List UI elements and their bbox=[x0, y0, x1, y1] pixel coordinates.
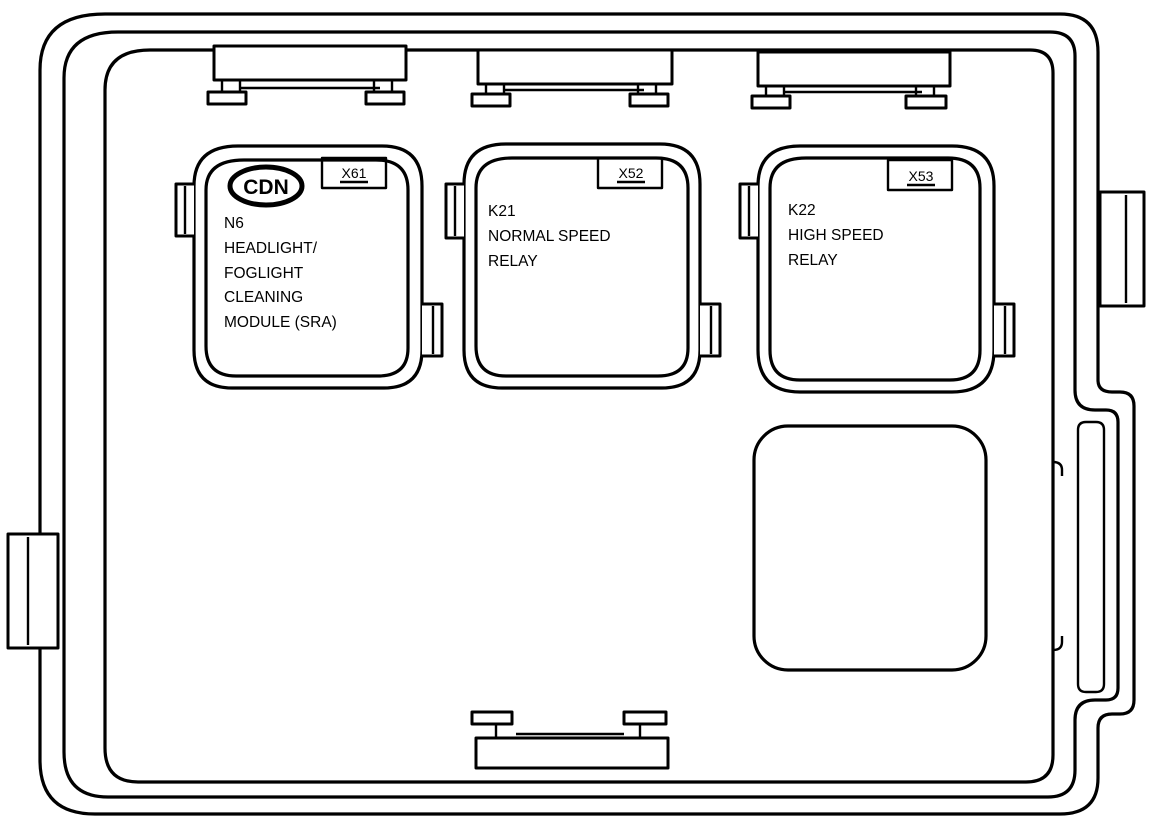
relay-tag-x52: X52 bbox=[619, 165, 644, 181]
relay-tag-x61: X61 bbox=[342, 165, 367, 181]
housing-compartment-wall bbox=[103, 48, 1055, 784]
relay-label-x53-line-3: RELAY bbox=[788, 252, 838, 269]
relay-label-x52-line-2: NORMAL SPEED bbox=[488, 228, 611, 245]
relay-label-x61-line-5: MODULE (SRA) bbox=[224, 314, 337, 331]
housing bbox=[38, 12, 1136, 816]
left-side-tab bbox=[6, 532, 60, 650]
relay-slot-x53: X53 K22 HIGH SPEED RELAY bbox=[738, 144, 1016, 394]
relay-label-x61-line-1: N6 bbox=[224, 215, 244, 232]
tag-box-x52 bbox=[596, 156, 664, 190]
top-clip-2 bbox=[470, 48, 674, 108]
right-upper-tab bbox=[1098, 190, 1146, 308]
relay-label-x61-line-4: CLEANING bbox=[224, 289, 303, 306]
right-clip-rail bbox=[1076, 420, 1106, 694]
top-clip-1 bbox=[206, 44, 408, 106]
relay-label-x53-line-2: HIGH SPEED bbox=[788, 227, 884, 244]
housing-inner-wall bbox=[62, 30, 1120, 799]
relay-slot-x61: X61 CDN N6 HEADLIGHT/ FOGLIGHT CLEANING … bbox=[174, 144, 444, 390]
right-side-tabs bbox=[1052, 190, 1146, 694]
relay-slot-x52: X52 K21 NORMAL SPEED RELAY bbox=[444, 142, 722, 390]
tag-box-x53 bbox=[886, 158, 954, 192]
housing-outer-wall bbox=[38, 12, 1136, 816]
relay-label-x52-line-3: RELAY bbox=[488, 253, 538, 270]
cdn-logo bbox=[227, 164, 305, 208]
tag-box-x61 bbox=[320, 156, 388, 190]
top-clips bbox=[206, 44, 952, 110]
relay-label-x61-line-3: FOGLIGHT bbox=[224, 265, 304, 282]
cdn-logo-text: CDN bbox=[243, 176, 289, 199]
bottom-clip bbox=[470, 710, 670, 770]
relay-tag-x53: X53 bbox=[909, 168, 934, 184]
empty-relay-slot bbox=[752, 424, 988, 672]
relay-label-x53-line-1: K22 bbox=[788, 202, 816, 219]
relay-label-x52-line-1: K21 bbox=[488, 203, 516, 220]
relay-label-x61-line-2: HEADLIGHT/ bbox=[224, 240, 318, 257]
top-clip-3 bbox=[750, 50, 952, 110]
